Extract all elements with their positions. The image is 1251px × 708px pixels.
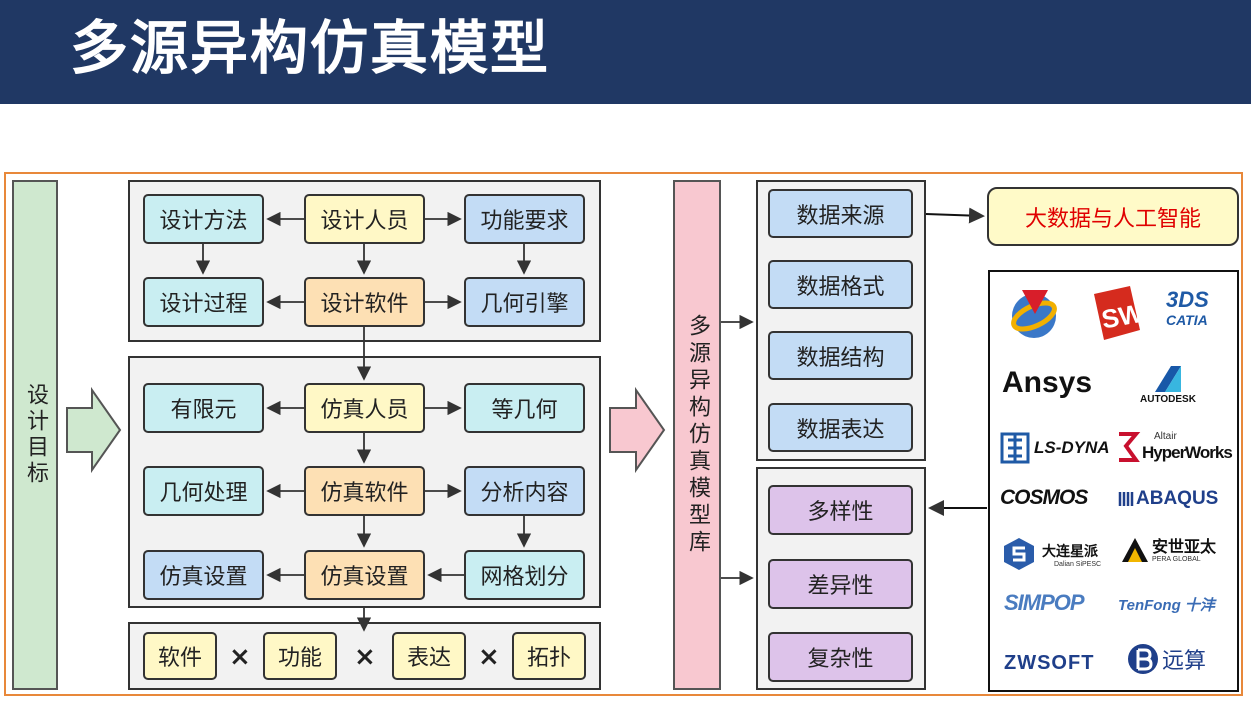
abaqus-icon	[1118, 492, 1134, 506]
design-goal-bar: 设计目标	[12, 180, 58, 690]
model-library-label: 多源异构仿真模型库	[685, 313, 710, 557]
data-expression-box: 数据表达	[768, 403, 913, 452]
software-logos-panel: SW 3DS CATIA Ansys AUTODESK LS-DYNA Alta…	[988, 270, 1239, 692]
times-sign: ×	[478, 642, 500, 672]
catia-text: CATIA	[1166, 312, 1208, 328]
complexity-box: 复杂性	[768, 632, 913, 682]
ansys-logo: Ansys	[1002, 366, 1093, 399]
page-title: 多源异构仿真模型	[70, 14, 551, 82]
diagram-frame	[4, 172, 1243, 696]
meshing-box: 网格划分	[464, 550, 585, 600]
isogeometric-box: 等几何	[464, 383, 585, 433]
function-requirement-box: 功能要求	[464, 194, 585, 244]
header-bar: 多源异构仿真模型	[0, 0, 1251, 104]
geometry-processing-box: 几何处理	[143, 466, 264, 516]
library-block-arrow	[609, 386, 666, 474]
catia-ds-mark: 3DS	[1166, 287, 1209, 312]
tenfong-logo: TenFong 十沣	[1118, 597, 1215, 614]
times-sign: ×	[354, 642, 376, 672]
expression-item: 表达	[392, 632, 466, 680]
design-goal-label: 设计目标	[23, 383, 48, 487]
simpop-logo: SIMPOP	[1004, 590, 1085, 615]
svg-text:SW: SW	[1099, 298, 1144, 335]
goal-block-arrow	[66, 386, 122, 474]
autodesk-logo: AUTODESK	[1140, 364, 1196, 405]
design-method-box: 设计方法	[143, 194, 264, 244]
topology-item: 拓扑	[512, 632, 586, 680]
hyperworks-icon	[1119, 432, 1141, 462]
data-structure-box: 数据结构	[768, 331, 913, 380]
data-source-box: 数据来源	[768, 189, 913, 238]
design-personnel-box: 设计人员	[304, 194, 425, 244]
simulation-setting-left-box: 仿真设置	[143, 550, 264, 600]
yuansuan-logo: 远算	[1126, 642, 1206, 676]
diversity-box: 多样性	[768, 485, 913, 535]
geometry-engine-box: 几何引擎	[464, 277, 585, 327]
autodesk-icon	[1154, 366, 1181, 392]
lsdyna-logo: LS-DYNA	[1000, 432, 1110, 464]
catia-logo: 3DS CATIA	[1166, 287, 1209, 329]
simulation-personnel-box: 仿真人员	[304, 383, 425, 433]
function-item: 功能	[263, 632, 337, 680]
arrow-source-ai	[925, 207, 985, 224]
analysis-content-box: 分析内容	[464, 466, 585, 516]
yuansuan-icon	[1128, 644, 1158, 674]
difference-box: 差异性	[768, 559, 913, 609]
zwsoft-logo: ZWSOFT	[1004, 652, 1095, 674]
design-software-box: 设计软件	[304, 277, 425, 327]
big-data-ai-box: 大数据与人工智能	[987, 187, 1239, 246]
lsdyna-icon	[1000, 432, 1030, 464]
sipesc-logo: 大连星派 Dalian SiPESC	[1002, 536, 1101, 572]
simulation-setting-center-box: 仿真设置	[304, 550, 425, 600]
software-item: 软件	[143, 632, 217, 680]
simulation-software-box: 仿真软件	[304, 466, 425, 516]
pera-icon	[1122, 538, 1148, 562]
fem-box: 有限元	[143, 383, 264, 433]
sipesc-icon	[1004, 538, 1034, 570]
abaqus-logo: ABAQUS	[1118, 488, 1218, 510]
pera-logo: 安世亚太 PERA GLOBAL	[1120, 536, 1216, 564]
globe-logo-icon	[1004, 284, 1064, 342]
times-sign: ×	[229, 642, 251, 672]
hyperworks-logo: Altair HyperWorks	[1116, 430, 1233, 464]
cosmos-logo: COSMOS	[1000, 486, 1088, 509]
solidworks-logo: SW	[1090, 284, 1144, 342]
model-library-bar: 多源异构仿真模型库	[673, 180, 721, 690]
data-format-box: 数据格式	[768, 260, 913, 309]
design-process-box: 设计过程	[143, 277, 264, 327]
